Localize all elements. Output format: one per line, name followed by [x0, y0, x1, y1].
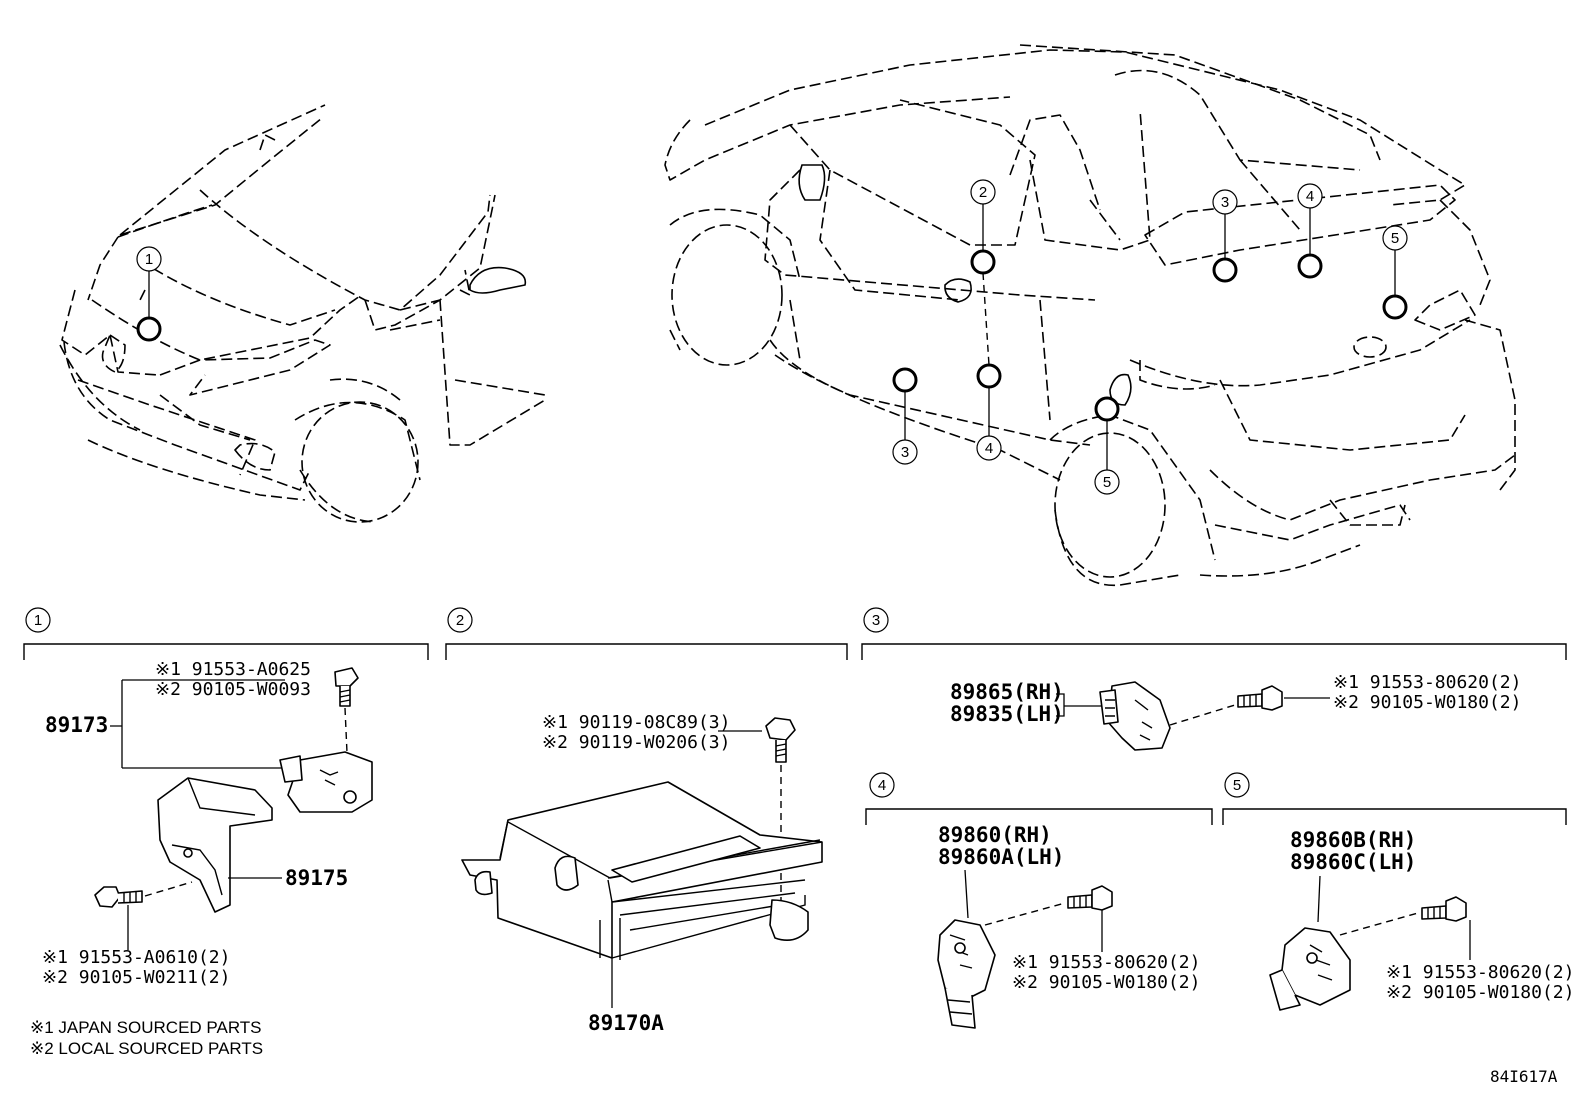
group-2-number-badge	[447, 607, 473, 633]
callout-3-top	[1212, 189, 1238, 215]
group-3-bolt	[1237, 685, 1283, 711]
group-3-side-sensor: 3 89865(RH) 89835(LH) ※1 91553-80620(2) …	[861, 607, 1567, 751]
location-4-lower-marker	[976, 363, 1002, 389]
location-5-upper-marker	[1382, 294, 1408, 320]
group-3-number: 3	[872, 612, 880, 629]
group-1-number: 1	[34, 612, 42, 629]
diagram-code: 84I617A	[1490, 1067, 1558, 1086]
legend: ※1 JAPAN SOURCED PARTS ※2 LOCAL SOURCED …	[30, 1018, 263, 1058]
location-2-marker	[970, 249, 996, 275]
group-4-sensor-unit	[937, 919, 996, 1029]
callout-1-front-label: 1	[145, 251, 153, 268]
callout-3-top-label: 3	[1221, 194, 1229, 211]
group-2-bolt-local: ※2 90119-W0206(3)	[542, 732, 730, 753]
callout-4-top-label: 4	[1306, 188, 1314, 205]
group-5-number-badge	[1224, 772, 1250, 798]
group-4-bolt-japan: ※1 91553-80620(2)	[1012, 952, 1200, 973]
group-3-bolt-local: ※2 90105-W0180(2)	[1333, 692, 1521, 713]
callout-4-bottom-label: 4	[985, 440, 993, 457]
group-1-bracket-part-number: 89175	[285, 866, 348, 890]
callout-4-top	[1297, 183, 1323, 209]
car-callouts: 1 2 3 4 5 3 4 5	[136, 179, 1408, 495]
group-4-number: 4	[878, 777, 886, 794]
group-1-sensor-part-number: 89173	[45, 713, 108, 737]
group-5-bolt	[1421, 896, 1467, 922]
location-1-marker	[136, 316, 162, 342]
location-3-upper-marker	[1212, 257, 1238, 283]
group-1-bolt-top-local: ※2 90105-W0093	[155, 679, 311, 700]
group-4-bolt	[1067, 885, 1113, 911]
group-1-top-bolt	[334, 667, 359, 707]
callout-3-bottom	[892, 439, 918, 465]
callout-1-front	[136, 246, 162, 272]
group-5-sensor-unit	[1269, 927, 1351, 1011]
group-1-number-badge	[25, 607, 51, 633]
group-5-rear-side-sensor: 5 89860B(RH) 89860C(LH) ※1 91553-80620(2…	[1222, 772, 1574, 1011]
group-5-number: 5	[1233, 777, 1241, 794]
callout-4-bottom	[976, 435, 1002, 461]
callout-2-top-label: 2	[979, 184, 987, 201]
group-5-part-lh: 89860C(LH)	[1290, 850, 1416, 874]
location-4-upper-marker	[1297, 253, 1323, 279]
group-4-part-rh: 89860(RH)	[938, 823, 1052, 847]
group-4-number-badge	[869, 772, 895, 798]
group-2-module-part-number: 89170A	[588, 1011, 664, 1035]
location-3-lower-marker	[892, 367, 918, 393]
legend-local-sourced: ※2 LOCAL SOURCED PARTS	[30, 1039, 263, 1058]
group-2-number: 2	[456, 612, 464, 629]
callout-5-bottom-label: 5	[1103, 474, 1111, 491]
group-1-bolt-top-japan: ※1 91553-A0625	[155, 659, 311, 680]
callout-3-bottom-label: 3	[901, 444, 909, 461]
group-3-part-lh: 89835(LH)	[950, 702, 1064, 726]
group-2-control-module-unit	[461, 781, 823, 960]
group-4-bolt-local: ※2 90105-W0180(2)	[1012, 972, 1200, 993]
group-4-rear-side-sensor: 4 89860(RH) 89860A(LH) ※1 91553-80620(2)…	[865, 772, 1213, 1029]
callout-5-top-label: 5	[1391, 230, 1399, 247]
group-5-part-rh: 89860B(RH)	[1290, 828, 1416, 852]
group-1-front-impact-sensor: 1 ※1 91553-A0625 ※2 90105-W0093 89173 89…	[23, 607, 429, 988]
group-1-bolt-bottom-local: ※2 90105-W0211(2)	[42, 967, 230, 988]
location-5-lower-marker	[1094, 396, 1120, 422]
group-4-part-lh: 89860A(LH)	[938, 845, 1064, 869]
group-1-front-sensor	[279, 751, 373, 813]
group-1-sensor-bracket	[157, 777, 273, 913]
group-2-mounting-bolt	[765, 717, 796, 763]
group-5-bolt-japan: ※1 91553-80620(2)	[1386, 962, 1574, 983]
group-1-lower-bolt	[94, 886, 143, 908]
group-3-number-badge	[863, 607, 889, 633]
callout-2-top	[970, 179, 996, 205]
callout-5-bottom	[1094, 469, 1120, 495]
rear-car-illustration	[664, 44, 1516, 587]
group-3-part-rh: 89865(RH)	[950, 680, 1064, 704]
callout-5-top	[1382, 225, 1408, 251]
group-2-airbag-control-module: 2 ※1 90119-08C89(3) ※2 90119-W0206(3) 89…	[445, 607, 848, 1035]
group-2-bolt-japan: ※1 90119-08C89(3)	[542, 712, 730, 733]
front-car-illustration	[59, 104, 546, 523]
group-3-side-sensor-unit	[1099, 681, 1171, 751]
group-3-bolt-japan: ※1 91553-80620(2)	[1333, 672, 1521, 693]
legend-japan-sourced: ※1 JAPAN SOURCED PARTS	[30, 1018, 262, 1037]
group-5-bolt-local: ※2 90105-W0180(2)	[1386, 982, 1574, 1003]
group-1-bolt-bottom-japan: ※1 91553-A0610(2)	[42, 947, 230, 968]
